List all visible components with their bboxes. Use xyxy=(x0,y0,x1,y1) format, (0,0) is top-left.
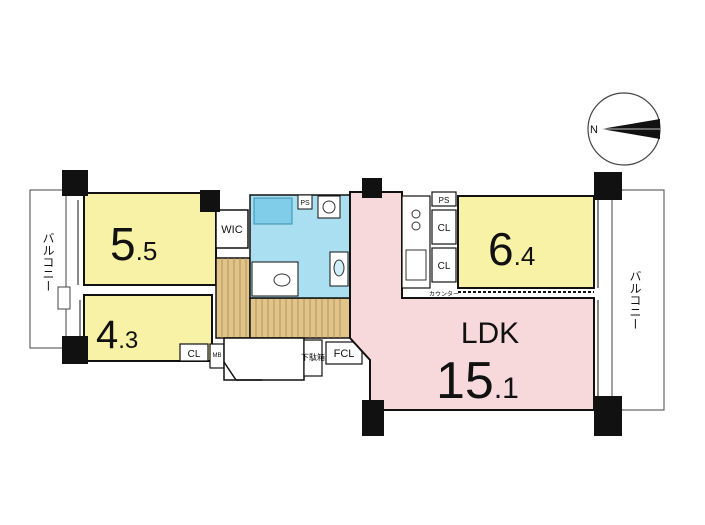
room3-area: 6.4 xyxy=(488,223,535,275)
balcony-left xyxy=(29,189,67,349)
entrance xyxy=(223,337,305,381)
fcl-label: FCL xyxy=(334,348,355,360)
room-wic xyxy=(215,209,249,249)
balcony-right xyxy=(611,189,665,411)
ldk-area: 15.1 xyxy=(436,352,519,410)
balcony-left-label: バルコニー xyxy=(41,232,55,292)
structural-columns xyxy=(62,170,622,436)
ps-label-1: PS xyxy=(300,200,310,207)
ldk-area-main: 15 xyxy=(436,352,494,410)
wic-label: WIC xyxy=(221,224,242,236)
room-bedroom-6-4 xyxy=(457,195,595,289)
room-bedroom-5-5 xyxy=(83,192,217,286)
cl-label-room3b: CL xyxy=(438,261,451,272)
ps-label-2: PS xyxy=(439,196,450,205)
mb-label: MB xyxy=(213,353,222,359)
room1-area: 5.5 xyxy=(110,218,157,270)
shoe-box xyxy=(303,339,323,377)
room2-area-main: 4 xyxy=(96,313,118,357)
compass-needle-icon xyxy=(601,119,660,139)
room3-area-decimal: .4 xyxy=(514,241,536,271)
cl-label-room3a: CL xyxy=(438,223,451,234)
compass: N xyxy=(587,92,661,166)
room2-area-decimal: .3 xyxy=(118,327,138,354)
bath-area xyxy=(249,194,351,299)
room1-area-decimal: .5 xyxy=(136,236,158,266)
ldk-area-decimal: .1 xyxy=(494,372,519,405)
room2-area: 4.3 xyxy=(96,313,138,357)
cl-label-room2: CL xyxy=(188,349,201,360)
north-label: N xyxy=(590,124,598,136)
room3-area-main: 6 xyxy=(488,223,514,275)
room1-area-main: 5 xyxy=(110,218,136,270)
fcl-closet xyxy=(325,341,363,365)
ldk-title: LDK xyxy=(461,317,519,350)
counter-label: カウンター xyxy=(429,290,459,298)
shoe-box-label: 下駄箱 xyxy=(301,352,325,362)
balcony-right-label: バルコニー xyxy=(628,270,642,330)
